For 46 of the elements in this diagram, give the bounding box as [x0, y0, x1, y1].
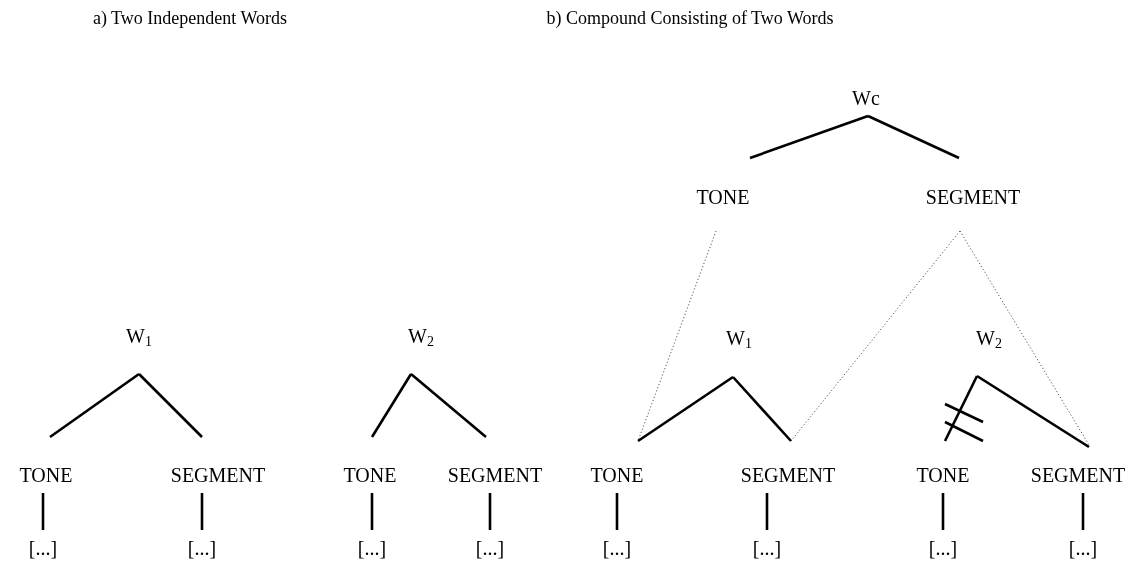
tree-node-label: [...]: [602, 537, 632, 559]
tree-branch-line: [1081, 493, 1085, 530]
tree-node-label: TONE: [343, 464, 397, 486]
tree-branch-line: [410, 373, 487, 438]
tree-branch-line: [370, 493, 374, 530]
tree-branch-line: [637, 375, 734, 443]
tree-node-label: W$_{1}$: [726, 327, 752, 349]
tree-node-label: TONE: [19, 464, 73, 486]
tree-node-label: SEGMENT: [447, 464, 543, 486]
dotted-association-line: [637, 230, 717, 442]
tree-node-label: W$_{2}$: [976, 327, 1002, 349]
tree-branch-line: [765, 493, 769, 530]
tree-branch-line: [941, 493, 945, 530]
tree-branch-line: [732, 376, 792, 442]
tree-node-label: [...]: [475, 537, 505, 559]
tree-branch-line: [488, 493, 492, 530]
tree-node-label: [...]: [357, 537, 387, 559]
tree-branch-line: [867, 114, 960, 160]
tree-node-label: [...]: [28, 537, 58, 559]
tree-node-label: TONE: [696, 186, 750, 208]
tree-branch-line: [749, 114, 869, 160]
tree-branch-line: [200, 493, 204, 530]
tree-branch-line: [49, 372, 140, 439]
tree-node-label: SEGMENT: [740, 464, 836, 486]
tree-node-label: [...]: [752, 537, 782, 559]
tree-node-label: W$_{2}$: [408, 325, 434, 347]
tree-node-label: [...]: [1068, 537, 1098, 559]
tree-branch-line: [615, 493, 619, 530]
dotted-association-line: [959, 230, 1090, 446]
tree-branch-line: [370, 373, 413, 438]
tree-branch-line: [976, 374, 1090, 449]
dotted-association-line: [790, 230, 961, 442]
tree-node-label: SEGMENT: [1030, 464, 1126, 486]
panel-heading: b) Compound Consisting of Two Words: [546, 7, 834, 29]
tree-node-label: W$_{1}$: [126, 325, 152, 347]
tree-branch-line: [41, 493, 45, 530]
panel-heading: a) Two Independent Words: [92, 7, 288, 29]
tree-node-label: [...]: [928, 537, 958, 559]
tree-branch-line: [943, 375, 979, 442]
tree-node-label: SEGMENT: [170, 464, 266, 486]
tree-branch-line: [138, 373, 203, 438]
tree-node-label: TONE: [590, 464, 644, 486]
tree-node-label: TONE: [916, 464, 970, 486]
tree-node-label: SEGMENT: [925, 186, 1021, 208]
tree-node-label: Wc: [852, 87, 880, 109]
tree-node-label: [...]: [187, 537, 217, 559]
